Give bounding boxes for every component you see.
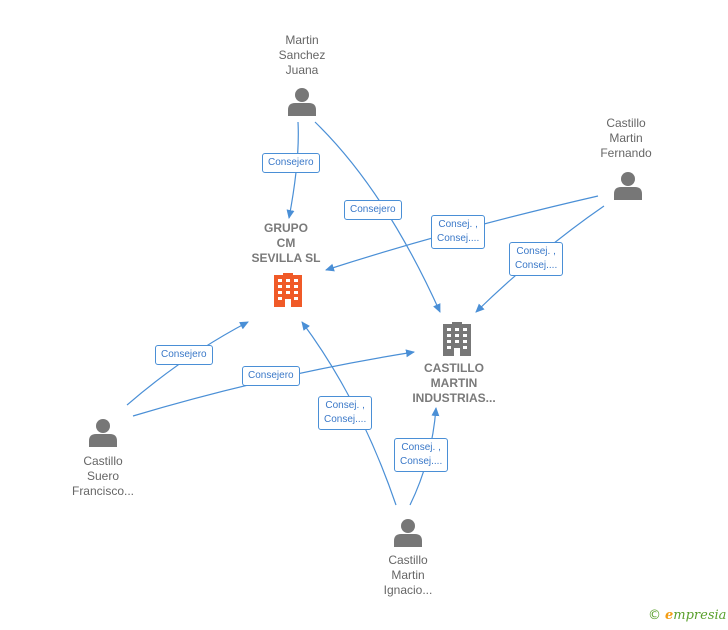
copyright-icon: ©	[648, 608, 661, 623]
node-label-martin-sanchez[interactable]: Martin Sanchez Juana	[278, 33, 326, 77]
node-label-castillo-martin-industrias[interactable]: CASTILLO MARTIN INDUSTRIAS...	[412, 361, 496, 405]
node-label-castillo-martin-ignacio[interactable]: Castillo Martin Ignacio...	[383, 553, 433, 597]
brand-name: mpresia	[673, 608, 727, 623]
edge-label[interactable]: Consej. , Consej....	[394, 438, 449, 472]
person-icon	[394, 519, 422, 547]
node-label-grupo-cm[interactable]: GRUPO CM SEVILLA SL	[251, 221, 321, 265]
edge-label[interactable]: Consejero	[242, 366, 300, 386]
person-icon	[288, 88, 316, 116]
person-icon	[89, 419, 117, 447]
edge-label[interactable]: Consejero	[262, 153, 320, 173]
building-icon	[274, 273, 302, 307]
edge-label[interactable]: Consej. , Consej....	[431, 215, 486, 249]
edge-label[interactable]: Consejero	[155, 345, 213, 365]
person-icon	[614, 172, 642, 200]
brand-initial: e	[665, 608, 674, 623]
brand-watermark: © empresia	[648, 608, 726, 623]
node-label-castillo-martin-fernando[interactable]: Castillo Martin Fernando	[600, 116, 652, 160]
edge-label[interactable]: Consejero	[344, 200, 402, 220]
building-icon	[443, 322, 471, 356]
node-label-castillo-suero[interactable]: Castillo Suero Francisco...	[71, 454, 134, 498]
edge-label[interactable]: Consej. , Consej....	[318, 396, 373, 430]
edge-label[interactable]: Consej. , Consej....	[509, 242, 564, 276]
